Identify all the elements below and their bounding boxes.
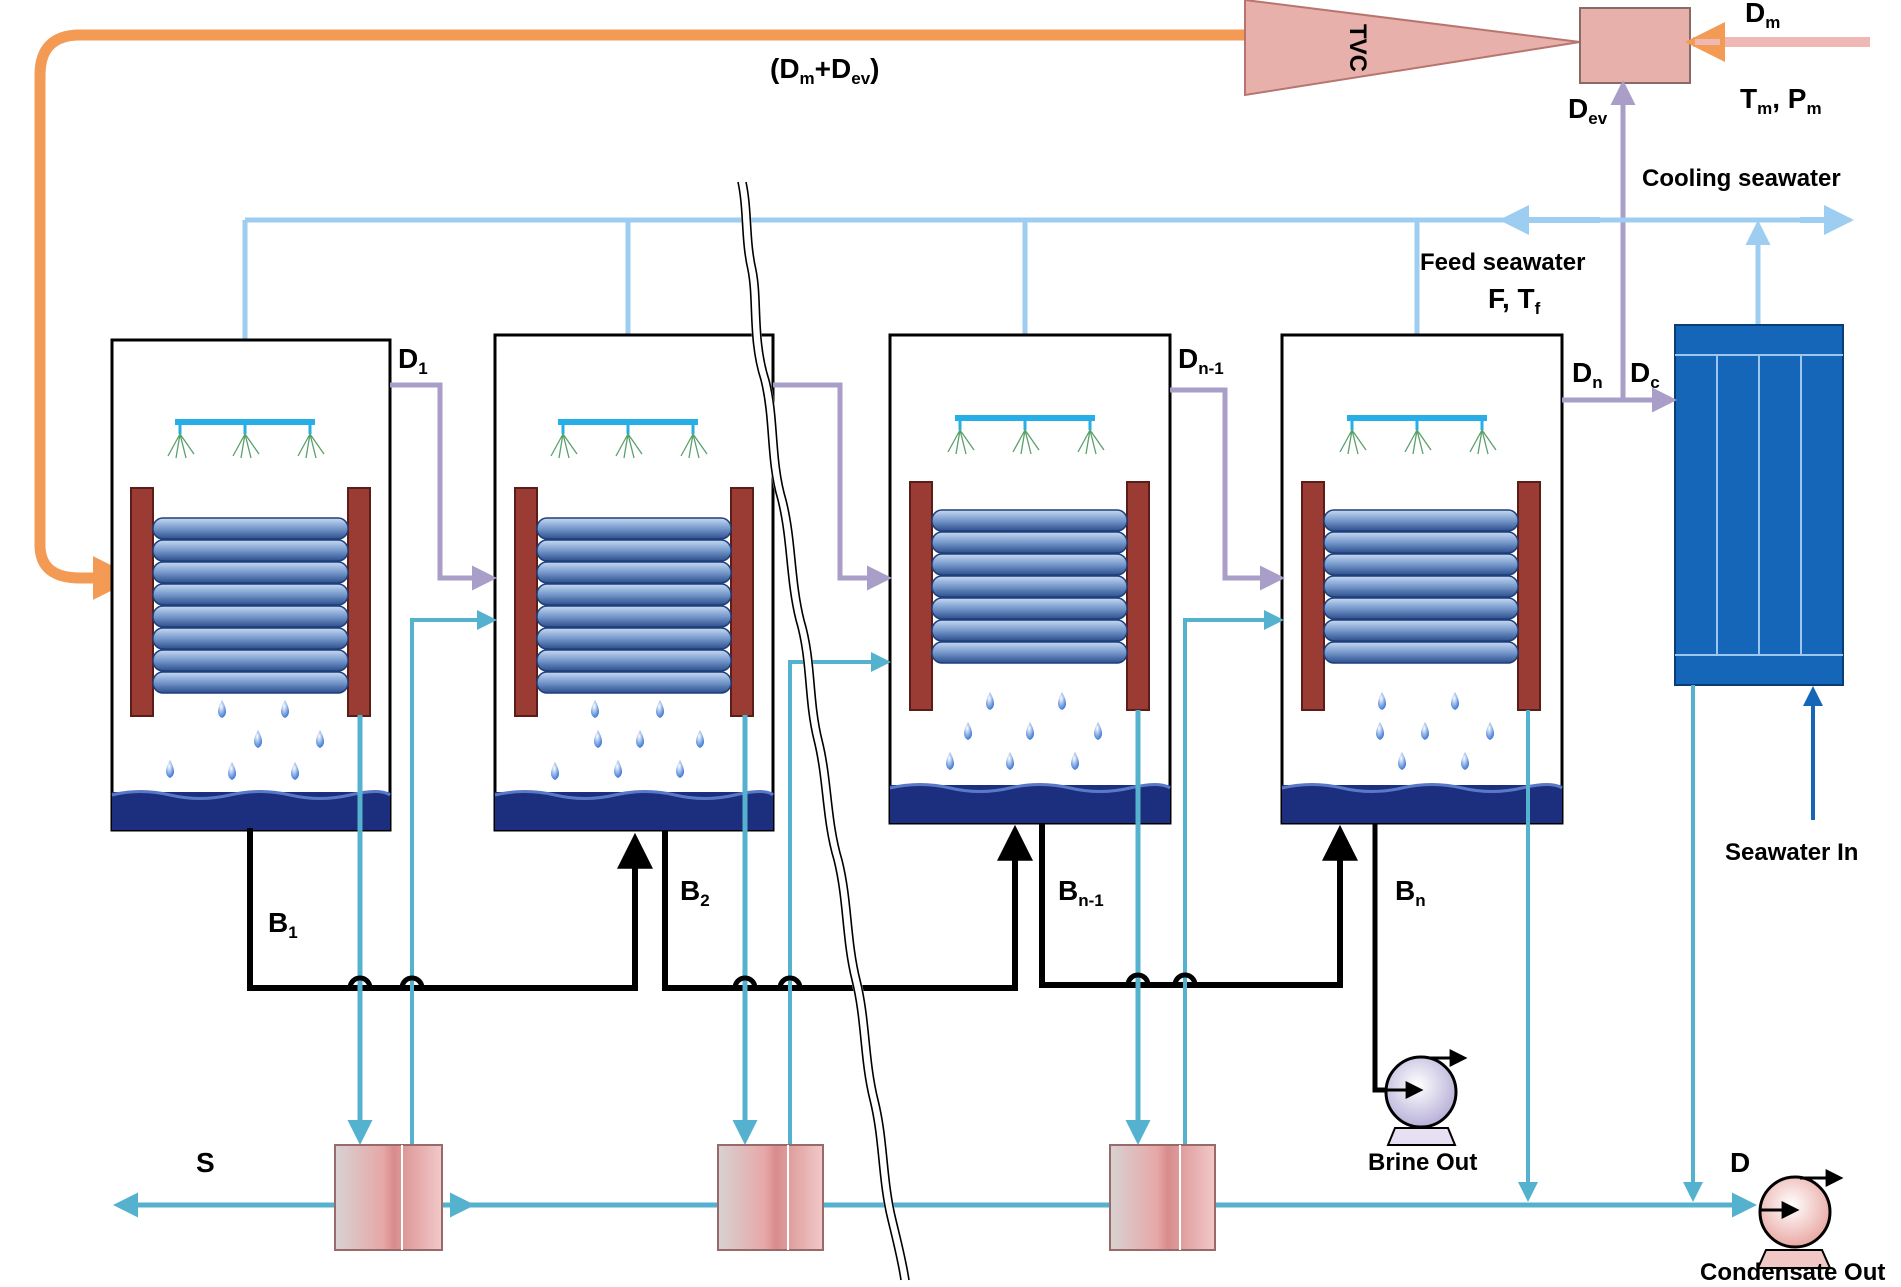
s-label: S <box>196 1147 215 1178</box>
vapor-line-n-minus-1 <box>1170 387 1285 591</box>
tube-sheet-1b <box>347 487 371 717</box>
flash-box-1 <box>334 1144 443 1251</box>
flash-box-2 <box>717 1144 824 1251</box>
tube-bundle-2 <box>536 517 732 694</box>
tube-bundle-n-minus-1 <box>931 509 1128 664</box>
brine-line-1-to-2 <box>247 828 653 991</box>
brine-pool-2 <box>495 792 773 830</box>
droplets-n-minus-1 <box>946 692 1102 770</box>
vapor-line-1 <box>390 382 497 591</box>
droplets-1 <box>166 700 324 780</box>
vapor-separator-box <box>1579 7 1691 84</box>
tube-bundle-1 <box>152 517 349 694</box>
tube-sheet-nb <box>1517 481 1541 711</box>
brine-line-n-minus-1-to-n <box>1039 823 1358 988</box>
spray-bar-n-minus-1 <box>947 415 1105 455</box>
effect-2 <box>493 333 775 832</box>
dn-minus-1-label: Dn-1 <box>1178 343 1224 378</box>
motive-steam-line <box>34 29 1245 600</box>
tube-sheet-na <box>1301 481 1325 711</box>
brine-pool-n-minus-1 <box>890 785 1170 823</box>
tube-sheet-n-minus-1a <box>909 481 933 711</box>
flash-vapor-line-n-minus-1 <box>1183 610 1284 1145</box>
feed-seawater-label: Feed seawater <box>1420 249 1585 276</box>
line-crossovers <box>347 972 1198 989</box>
effect-n <box>1280 333 1564 825</box>
flash-vapor-line-1 <box>410 610 497 1145</box>
flash-box-n-minus-1 <box>1109 1144 1216 1251</box>
d1-label: D1 <box>398 343 428 378</box>
end-condenser <box>1674 324 1844 686</box>
tube-bundle-n <box>1323 509 1519 664</box>
tm-pm-label: Tm, Pm <box>1740 83 1822 118</box>
tube-sheet-1a <box>130 487 154 717</box>
droplets-2 <box>551 700 704 780</box>
seawater-in-label: Seawater In <box>1725 839 1858 866</box>
brine-pool-1 <box>112 792 390 830</box>
tube-sheet-2a <box>514 487 538 717</box>
tube-sheet-2b <box>730 487 754 717</box>
brine-out-pump <box>1384 1049 1468 1146</box>
tvc-label: TVC <box>1344 24 1371 72</box>
brine-line-2-to-n-minus-1 <box>662 824 1033 991</box>
vapor-line-2 <box>773 382 892 591</box>
condensate-out-pump <box>1756 1169 1844 1269</box>
dm-top-label: Dm <box>1745 0 1780 32</box>
spray-bar-1 <box>167 419 325 459</box>
bn-minus-1-label: Bn-1 <box>1058 875 1104 910</box>
bn-label: Bn <box>1395 875 1426 910</box>
spray-bar-2 <box>550 419 708 459</box>
d-product-label: D <box>1730 1147 1750 1178</box>
dn-label: Dn <box>1572 357 1603 392</box>
brine-out-label: Brine Out <box>1368 1149 1477 1176</box>
effect-n-minus-1 <box>888 333 1172 825</box>
cooling-seawater-label: Cooling seawater <box>1642 165 1841 192</box>
dev-label: Dev <box>1568 93 1608 128</box>
spray-bar-n <box>1339 415 1497 455</box>
b2-label: B2 <box>680 875 710 910</box>
brine-pool-n <box>1282 785 1562 823</box>
effect-1 <box>110 338 392 832</box>
break-line <box>737 180 910 1281</box>
tube-sheet-n-minus-1b <box>1126 481 1150 711</box>
flash-vapor-line-2 <box>788 652 891 1145</box>
condensate-out-label: Condensate Out <box>1700 1259 1885 1282</box>
dc-label: Dc <box>1630 357 1660 392</box>
b1-label: B1 <box>268 907 298 942</box>
brine-line-n-out <box>1372 823 1392 1093</box>
f-tf-label: F, Tf <box>1488 283 1541 318</box>
droplets-n <box>1376 692 1494 770</box>
thermo-vapor-compressor: TVC <box>1244 0 1581 97</box>
dm-dev-sum-label: (Dm+Dev) <box>770 53 880 88</box>
